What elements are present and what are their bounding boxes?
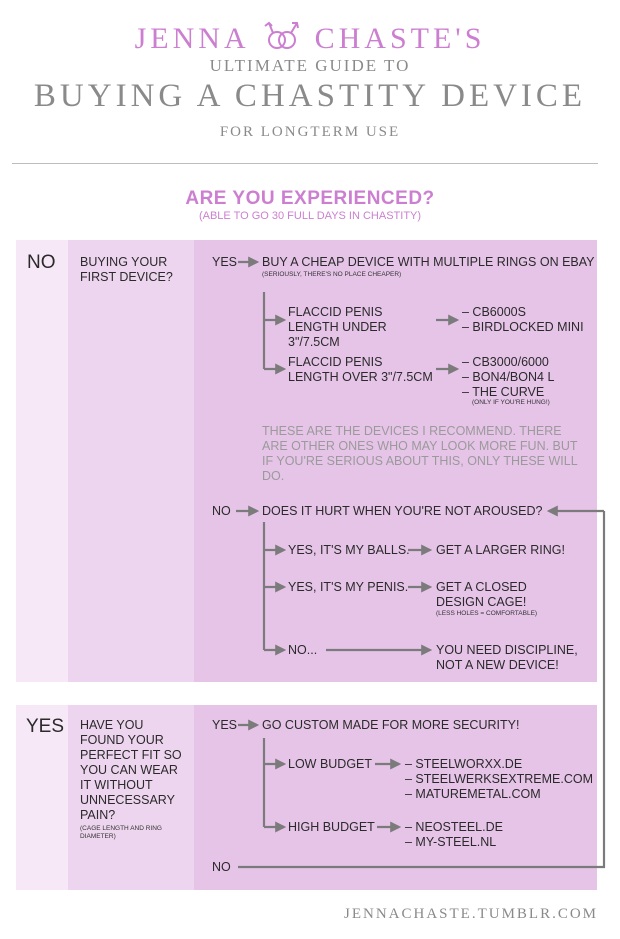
linked-gender-symbols-icon (264, 21, 300, 49)
yes-section-question-note: (CAGE LENGTH AND RING DIAMETER) (80, 825, 162, 840)
no-band-label-column (16, 240, 68, 682)
yes-label-second: YES (212, 718, 238, 732)
buy-cheap-device: BUY A CHEAP DEVICE WITH MULTIPLE RINGS O… (262, 255, 595, 269)
no-section-question: BUYING YOUR FIRST DEVICE? (80, 255, 173, 284)
list-item: – NEOSTEEL.DE (405, 820, 503, 834)
under-device-list: – CB6000s – BIRDLOCKED MINI (462, 305, 584, 335)
brand-left: JENNA (134, 22, 250, 55)
yes-label-first: YES (212, 255, 238, 269)
hurt-question: DOES IT HURT WHEN YOU'RE NOT AROUSED? (262, 504, 543, 518)
list-item: – STEELWERKSEXTREME.COM (405, 772, 593, 786)
yes-section-label: YES (26, 716, 65, 737)
list-item: – CB6000s (462, 305, 526, 319)
yes-band-main (194, 705, 597, 890)
list-item: – CB3000/6000 (462, 355, 549, 369)
yes-band-label-column (16, 705, 68, 890)
high-budget-list: – NEOSTEEL.DE – MY-STEEL.NL (405, 820, 503, 850)
footer-url: JENNACHASTE.TUMBLR.COM (343, 906, 598, 922)
low-budget: LOW BUDGET (288, 757, 373, 771)
page-title: BUYING A CHASTITY DEVICE (33, 78, 587, 114)
curve-note: (ONLY IF YOU'RE HUNG!) (472, 399, 550, 406)
list-item: – STEELWORXX.DE (405, 757, 523, 771)
subtitle-line1: ULTIMATE GUIDE TO (209, 56, 411, 75)
over-device-list: – CB3000/6000 – BON4/BON4 L – THE CURVE (462, 355, 554, 400)
go-custom: GO CUSTOM MADE FOR MORE SECURITY! (262, 718, 520, 732)
recommendation-note: THESE ARE THE DEVICES I RECOMMEND. THERE… (262, 424, 578, 483)
brand-right: CHASTE'S (314, 22, 486, 55)
discipline-answer: YOU NEED DISCIPLINE, NOT A NEW DEVICE! (436, 643, 578, 672)
divider (12, 163, 598, 164)
list-item: – BIRDLOCKED MINI (462, 320, 584, 334)
brand-title: JENNA CHASTE'S (0, 14, 620, 56)
high-budget: HIGH BUDGET (288, 820, 375, 834)
penis-option: YES, IT'S MY PENIS. (288, 580, 409, 594)
yes-section-question: HAVE YOU FOUND YOUR PERFECT FIT SO YOU C… (80, 718, 182, 822)
length-under: FLACCID PENIS LENGTH UNDER 3"/7.5cm (288, 305, 387, 349)
no-band-question-column (68, 240, 194, 682)
yes-band-question-column (68, 705, 194, 890)
no-dots-option: NO... (288, 643, 318, 657)
balls-answer: GET A LARGER RING! (436, 543, 565, 557)
list-item: – MY-STEEL.NL (405, 835, 497, 849)
no-label-first: NO (212, 504, 231, 518)
list-item: – MATUREMETAL.COM (405, 787, 541, 801)
no-section-label: NO (27, 252, 56, 273)
length-over: FLACCID PENIS LENGTH OVER 3"/7.5cm (288, 355, 433, 384)
main-question-subtitle: (ABLE TO GO 30 FULL DAYS IN CHASTITY) (198, 210, 422, 222)
buy-cheap-note: (SERIOUSLY, THERE'S NO PLACE CHEAPER) (262, 271, 402, 278)
balls-option: YES, IT'S MY BALLS. (288, 543, 410, 557)
penis-note: (LESS HOLES = COMFORTABLE) (436, 610, 538, 617)
low-budget-list: – STEELWORXX.DE – STEELWERKSEXTREME.COM … (405, 757, 593, 802)
no-label-second: NO (212, 860, 231, 874)
no-band-main (194, 240, 597, 682)
list-item: – BON4/BON4 L (462, 370, 555, 384)
main-question: ARE YOU EXPERIENCED? (185, 188, 435, 209)
subtitle-line3: FOR LONGTERM USE (219, 124, 401, 140)
list-item: – THE CURVE (462, 385, 545, 399)
penis-answer: GET A CLOSED DESIGN CAGE! (436, 580, 527, 609)
